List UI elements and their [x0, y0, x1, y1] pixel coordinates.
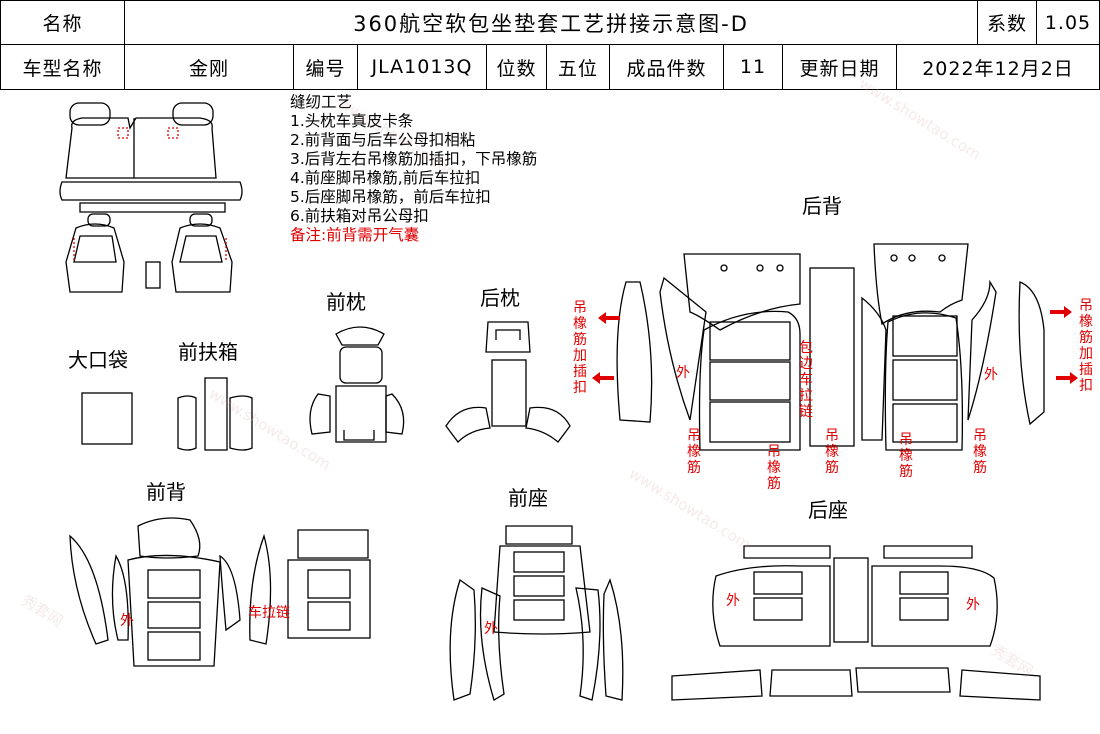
annot-hang-elastic-5: 吊橡筋: [973, 428, 987, 476]
seat-overview-illustration: [59, 102, 243, 293]
label-rear-back: 后背: [802, 194, 842, 218]
annot-outer-front-back: 外: [120, 613, 134, 629]
annot-hang-elastic-3: 吊橡筋: [825, 428, 839, 476]
label-front-seat: 前座: [508, 486, 548, 510]
annot-outer-rear-back-right: 外: [984, 367, 998, 383]
label-front-back: 前背: [146, 480, 186, 504]
annot-edge-zipper: 包边车拉链: [799, 340, 813, 420]
annot-hang-insert-right: 吊橡筋加插扣: [1079, 298, 1093, 394]
front-back-pieces: [69, 517, 371, 667]
note-item-6: 6.前扶箱对吊公母扣: [290, 207, 429, 225]
note-item-5: 5.后座脚吊橡筋，前后车拉扣: [290, 188, 491, 206]
annot-outer-rear-back-left: 外: [676, 365, 690, 381]
front-headrest-pieces: [309, 326, 405, 443]
annot-hang-elastic-4: 吊橡筋: [899, 432, 913, 480]
label-front-headrest: 前枕: [326, 290, 366, 314]
sewing-notes: 缝纫工艺 1.头枕车真皮卡条 2.前背面与后车公母扣相粘 3.后背左右吊橡筋加插…: [290, 93, 537, 245]
label-big-pocket: 大口袋: [68, 348, 128, 372]
rear-back-pieces: [616, 243, 1045, 451]
front-seat-pieces: [449, 525, 624, 701]
annot-outer-front-seat: 外: [484, 621, 498, 637]
note-item-2: 2.前背面与后车公母扣相粘: [290, 131, 476, 149]
annot-zipper-front-back: 车拉链: [248, 605, 290, 621]
notes-heading: 缝纫工艺: [290, 93, 353, 111]
annot-hang-elastic-1: 吊橡筋: [687, 428, 701, 476]
annot-hang-elastic-2: 吊橡筋: [767, 444, 781, 492]
annot-outer-rear-seat-right: 外: [966, 597, 980, 613]
rear-headrest-pieces: [445, 321, 571, 443]
big-pocket-panel: [81, 392, 133, 445]
note-item-3: 3.后背左右吊橡筋加插扣，下吊橡筋: [290, 150, 538, 168]
annot-outer-rear-seat-left: 外: [726, 593, 740, 609]
note-remark: 备注:前背需开气囊: [290, 226, 420, 244]
note-item-1: 1.头枕车真皮卡条: [290, 112, 414, 130]
front-armrest-pieces: [177, 377, 253, 451]
label-rear-seat: 后座: [808, 498, 848, 522]
label-rear-headrest: 后枕: [480, 286, 520, 310]
hang-arrow-marks: [592, 306, 1078, 384]
rear-seat-pieces: [671, 545, 1041, 701]
label-front-armrest: 前扶箱: [178, 340, 238, 364]
annot-hang-insert-left: 吊橡筋加插扣: [573, 300, 587, 396]
note-item-4: 4.前座脚吊橡筋,前后车拉扣: [290, 169, 481, 187]
